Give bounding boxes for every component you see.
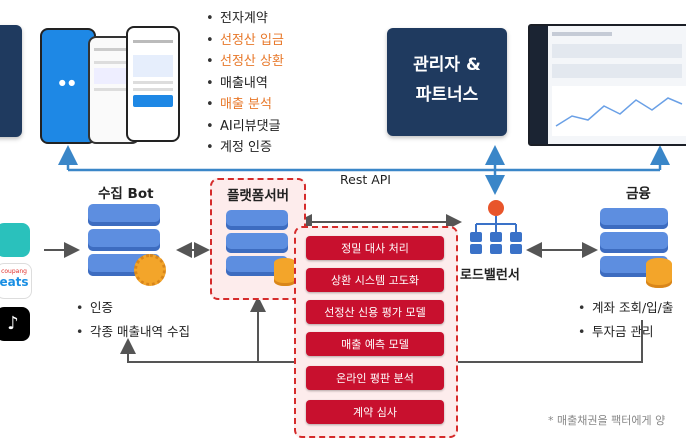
platform-server-box: 플랫폼서버 (210, 178, 306, 300)
phone-screen-3 (126, 26, 180, 142)
load-balancer-label: 로드밸런서 (460, 268, 520, 283)
rest-api-label: Rest API (340, 172, 391, 187)
feature-item: 계정 인증 (206, 137, 284, 159)
coupang-eats-icon: coupang eats (0, 263, 32, 299)
service-item: 계약 심사 (306, 400, 444, 424)
admin-line2: 파트너스 (415, 85, 479, 105)
collect-bot-bullets: 인증 각종 매출내역 수집 (76, 296, 190, 344)
collect-bot-title: 수집 Bot (98, 186, 154, 202)
platform-server-title: 플랫폼서버 (226, 188, 290, 204)
feature-list: 전자계약 선정산 입금 선정산 상환 매출내역 매출 분석 AI리뷰댓글 계정 … (206, 8, 284, 159)
load-balancer-icon (470, 200, 522, 254)
baemin-icon (0, 223, 30, 257)
coin-stack-icon (646, 258, 672, 288)
bullet-item: 계좌 조회/입/출 (578, 296, 673, 320)
dashboard-mockup (528, 24, 686, 146)
service-item: 온라인 평판 분석 (306, 366, 444, 390)
left-partial-box (0, 25, 22, 137)
database-icon (274, 258, 296, 286)
feature-item: 매출내역 (206, 73, 284, 95)
footnote: * 매출채권을 팩터에게 양 (548, 414, 666, 427)
logo-icon: ● ● (58, 78, 76, 87)
server-icon-finance (600, 208, 672, 288)
feature-item-highlight: 매출 분석 (206, 94, 284, 116)
finance-title: 금융 (626, 186, 651, 202)
eats-text: eats (0, 275, 29, 289)
bullet-item: 인증 (76, 296, 190, 320)
phone-splash: ● ● (40, 28, 96, 144)
bullet-item: 각종 매출내역 수집 (76, 320, 190, 344)
service-item: 상환 시스템 고도화 (306, 268, 444, 292)
phone-mockups: ● ● (40, 20, 180, 145)
services-box: 정밀 대사 처리 상환 시스템 고도화 선정산 신용 평가 모델 매출 예측 모… (294, 226, 458, 438)
service-item: 정밀 대사 처리 (306, 236, 444, 260)
admin-line1: 관리자 & (413, 55, 481, 75)
server-icon-platform (226, 210, 296, 286)
gear-icon (134, 254, 166, 286)
service-item: 선정산 신용 평가 모델 (306, 300, 444, 324)
finance-bullets: 계좌 조회/입/출 투자금 관리 (578, 296, 673, 344)
coupang-sub: coupang (1, 268, 27, 275)
feature-item-highlight: 선정산 상환 (206, 51, 284, 73)
tiktok-icon: ♪ (0, 307, 30, 341)
server-icon-bot (88, 204, 166, 286)
feature-item: AI리뷰댓글 (206, 116, 284, 138)
admin-partners-box: 관리자 & 파트너스 (387, 28, 507, 136)
feature-item-highlight: 선정산 입금 (206, 30, 284, 52)
service-item: 매출 예측 모델 (306, 332, 444, 356)
feature-item: 전자계약 (206, 8, 284, 30)
bullet-item: 투자금 관리 (578, 320, 673, 344)
